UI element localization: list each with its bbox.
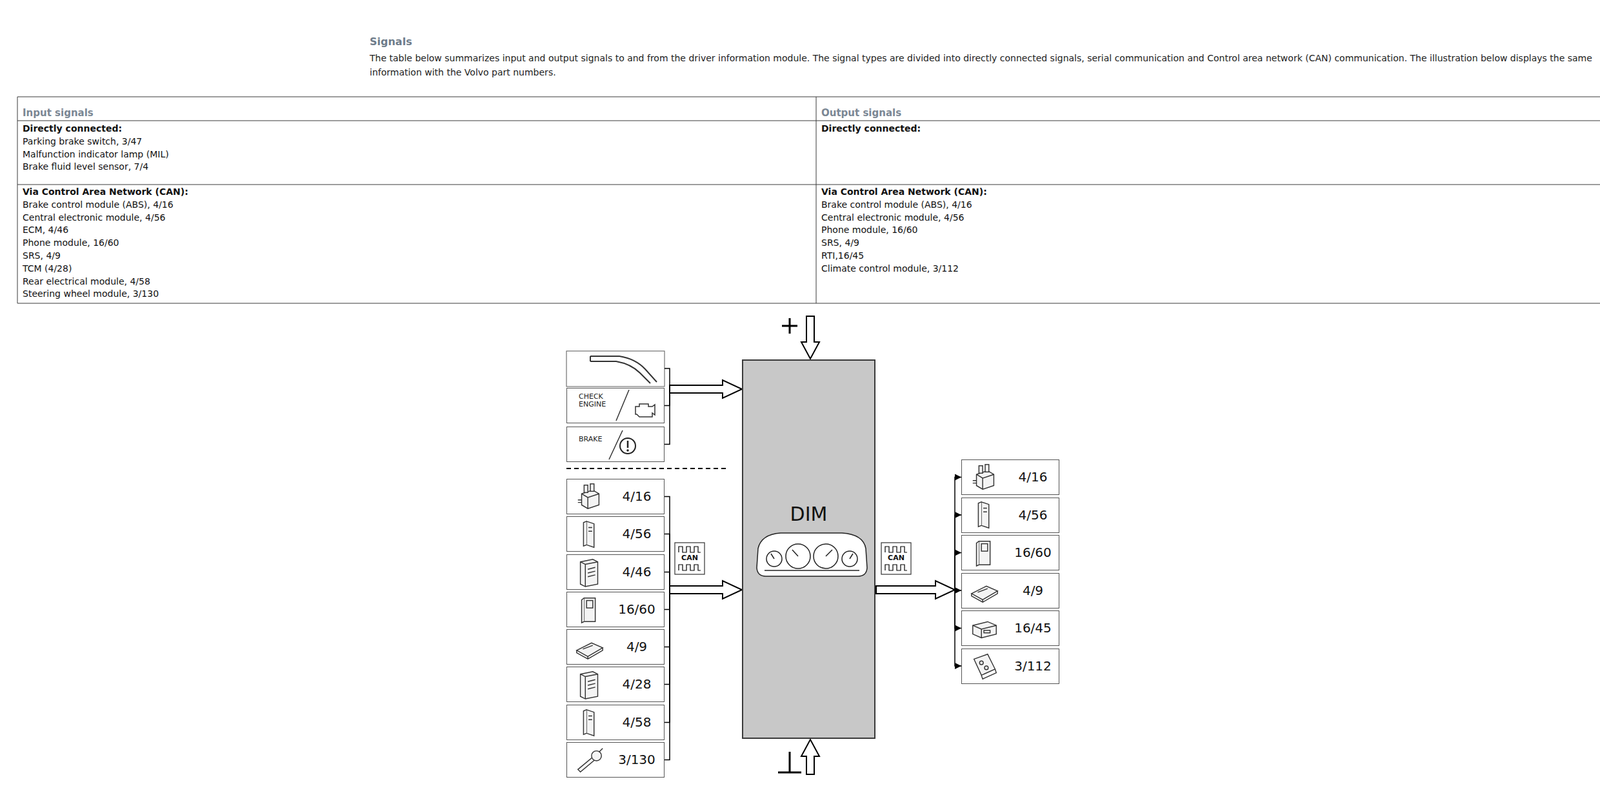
parking-brake-icon [590, 356, 657, 384]
warning-lamp-box: CHECK ENGINE [566, 387, 665, 424]
signal-stub [664, 368, 670, 390]
table-header: Input signals [22, 107, 94, 120]
part-number: 4/9 [626, 629, 648, 664]
intro-text: The table below summarizes input and out… [369, 50, 1593, 80]
table-cell: Brake control module (ABS), 4/16 [22, 198, 174, 212]
module-box: 4/56 [566, 516, 665, 552]
module-box: 4/16 [566, 478, 665, 515]
part-number: 3/130 [618, 742, 656, 777]
table-cell: Phone module, 16/60 [22, 236, 120, 250]
table-cell: Parking brake switch, 3/47 [22, 135, 142, 149]
signal-connector [664, 589, 742, 760]
table-cell: RTI,16/45 [821, 249, 864, 263]
bus-label: CAN [887, 554, 905, 562]
part-number: 4/28 [622, 667, 652, 702]
part-number: 4/46 [622, 554, 652, 590]
signal-connector [664, 496, 742, 591]
dim-body [741, 359, 876, 739]
table-cell: ECM, 4/46 [22, 223, 69, 237]
engine-icon [635, 403, 655, 417]
part-number: 4/9 [1022, 573, 1044, 608]
table-grid [17, 96, 1600, 304]
warning-lamp-box: BRAKE [566, 426, 665, 462]
table-cell: Via Control Area Network (CAN): [22, 185, 189, 199]
part-number: 16/60 [1014, 535, 1052, 570]
signal-connector [875, 589, 962, 666]
table-cell: SRS, 4/9 [22, 249, 61, 263]
group-divider [566, 467, 727, 470]
module-box: 4/58 [566, 704, 665, 740]
table-cell: Climate control module, 3/112 [821, 262, 959, 276]
part-number: 3/112 [1014, 649, 1052, 684]
table-cell: Rear electrical module, 4/58 [22, 275, 151, 289]
module-box: 4/9 [566, 629, 665, 665]
signal-connector [875, 514, 962, 590]
module-box: 4/28 [566, 666, 665, 702]
table-cell: Central electronic module, 4/56 [821, 211, 964, 225]
bus-label: CAN [681, 554, 699, 562]
dim-module: DIM [741, 359, 876, 739]
part-number: 4/56 [622, 516, 652, 551]
module-box: 4/46 [566, 554, 665, 590]
table-cell: Brake control module (ABS), 4/16 [821, 198, 973, 212]
module-box: 3/112 [961, 648, 1060, 684]
module-box: 3/130 [566, 741, 665, 778]
table-cell: TCM (4/28) [22, 262, 72, 276]
table-cell: Steering wheel module, 3/130 [22, 287, 159, 301]
table-cell: Phone module, 16/60 [821, 223, 919, 237]
module-box: 16/60 [566, 591, 665, 628]
module-box: 4/16 [961, 459, 1060, 495]
table-cell: Malfunction indicator lamp (MIL) [22, 148, 170, 162]
instrument-cluster-icon [756, 532, 868, 577]
signal-connector [664, 589, 742, 648]
module-box: 4/56 [961, 497, 1060, 533]
signal-connector [664, 534, 742, 591]
icon-slash [616, 389, 630, 421]
table-cell: Central electronic module, 4/56 [22, 211, 166, 225]
brake-warning-icon [620, 438, 636, 454]
signal-connector [875, 589, 962, 629]
can-bus-icons [674, 542, 911, 575]
lamp-label: BRAKE [578, 435, 617, 444]
table-cell: SRS, 4/9 [821, 236, 860, 250]
table-cell: Directly connected: [22, 122, 122, 136]
module-icons [576, 464, 998, 772]
table-cell: Brake fluid level sensor, 7/4 [22, 160, 149, 174]
signal-connector [664, 389, 742, 445]
part-number: 4/16 [622, 479, 652, 514]
module-name: DIM [743, 502, 875, 526]
part-number: 4/58 [622, 705, 652, 740]
supply-symbols [778, 318, 802, 773]
module-box: 16/60 [961, 534, 1060, 571]
signal-connector [664, 589, 742, 723]
part-number: 4/56 [1018, 498, 1048, 533]
part-number: 16/45 [1014, 610, 1052, 646]
module-box: 16/45 [961, 610, 1060, 646]
table-header: Output signals [821, 107, 902, 120]
part-number: 16/60 [618, 592, 656, 627]
table-cell: Directly connected: [821, 122, 921, 136]
section-title: Signals [369, 35, 413, 49]
lamp-label: CHECK ENGINE [578, 392, 617, 409]
signal-connector [875, 477, 962, 591]
parking-brake-box [566, 350, 665, 387]
signal-connector [664, 589, 742, 685]
table-cell: Via Control Area Network (CAN): [821, 185, 988, 199]
hollow-arrows [669, 316, 955, 775]
module-box: 4/9 [961, 572, 1060, 609]
part-number: 4/16 [1018, 460, 1048, 495]
